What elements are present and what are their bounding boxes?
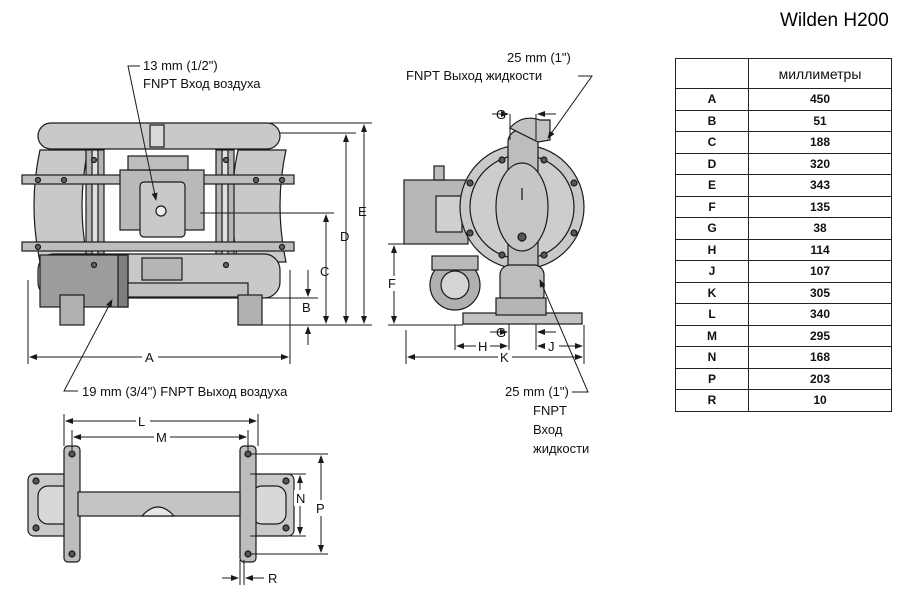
dim-letter-P: P [316,501,325,516]
dim-letter-E: E [358,204,367,219]
side-view-dimensions [388,75,593,393]
air-inlet-port [155,205,167,217]
liquid-outlet-size: 25 mm (1") [507,50,571,65]
liquid-inlet-line1: FNPT [533,403,567,418]
dim-letter-M: M [156,430,167,445]
dim-letter-R: R [268,571,277,586]
dim-letter-H: H [478,339,487,354]
table-header-row: миллиметры [675,58,892,89]
dim-letter-F: F [388,276,396,291]
air-inlet-label: FNPT Вход воздуха [143,76,261,91]
dim-letter-A: A [145,350,154,365]
air-exhaust-label: 19 mm (3/4") FNPT Выход воздуха [82,384,288,399]
table-header-units: миллиметры [748,58,892,89]
table-header-key [675,58,749,89]
dim-letter-B: B [302,300,311,315]
liquid-inlet-line3: жидкости [533,441,589,456]
dim-letter-N: N [296,491,305,506]
dim-letter-D: D [340,229,349,244]
dim-value: 10 [748,389,892,412]
air-inlet-size: 13 mm (1/2") [143,58,218,73]
front-view-dimensions [27,65,372,392]
dim-value: 107 [748,260,892,283]
model-title: Wilden H200 [780,10,889,31]
front-view [21,122,295,326]
dim-letter-L: L [138,414,145,429]
dim-value: 450 [748,88,892,111]
liquid-inlet-line2: Вход [533,422,563,437]
dim-letter-J: J [548,339,555,354]
plan-view [27,445,295,563]
dim-letter-G-bottom: G [496,325,506,340]
dim-letter-C: C [320,264,329,279]
dim-letter-K: K [500,350,509,365]
side-view [403,117,585,325]
liquid-outlet-label: FNPT Выход жидкости [406,68,542,83]
dim-letter-G-top: G [496,107,506,122]
liquid-inlet-size: 25 mm (1") [505,384,569,399]
